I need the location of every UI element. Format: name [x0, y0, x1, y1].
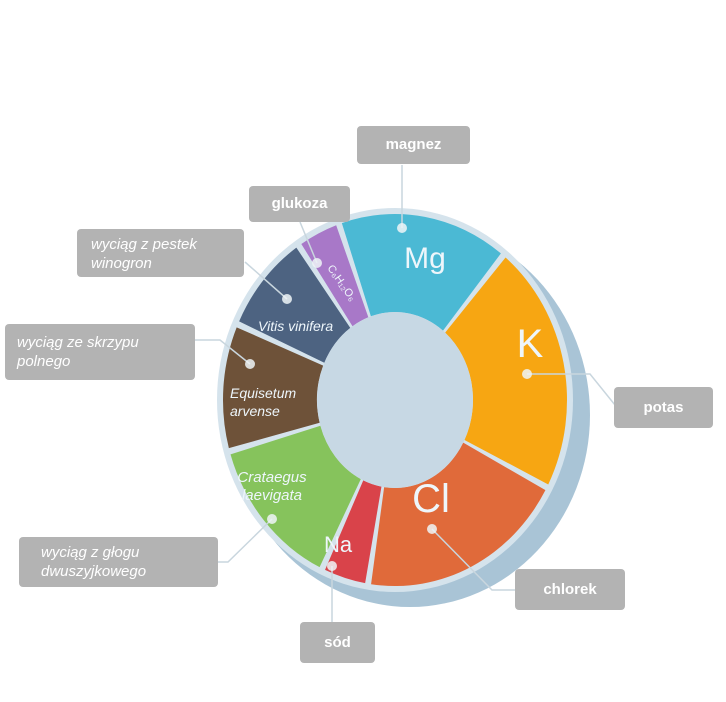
leader-skrzyp	[195, 339, 251, 365]
marker-cl	[427, 524, 437, 534]
label-vitis: Vitis vinifera	[258, 318, 333, 334]
segment-equisetum	[223, 327, 324, 449]
label-k: K	[517, 322, 544, 366]
callout-potas: potas	[614, 387, 713, 428]
marker-na	[327, 561, 337, 571]
marker-dots	[245, 223, 532, 571]
segment-vitis	[239, 247, 351, 363]
marker-crataegus	[267, 514, 277, 524]
leader-glukoza	[299, 221, 318, 264]
leader-chlorek	[431, 528, 515, 591]
label-crataegus-2: laevigata	[242, 487, 302, 504]
segment-crataegus	[230, 425, 361, 568]
marker-vitis	[282, 294, 292, 304]
segment-k	[445, 257, 567, 485]
segment-cl	[371, 442, 546, 586]
marker-mg	[397, 223, 407, 233]
callout-sod: sód	[300, 622, 375, 663]
callout-winogron: wyciąg z pestek winogron	[77, 229, 244, 277]
segment-na	[325, 480, 382, 584]
callout-magnez: magnez	[357, 126, 470, 164]
marker-k	[522, 369, 532, 379]
callout-chlorek: chlorek	[515, 569, 625, 610]
callout-glukoza: glukoza	[249, 186, 350, 222]
leader-winogron	[244, 261, 288, 300]
segment-glukoza	[301, 225, 369, 327]
leader-lines	[195, 165, 616, 622]
marker-glukoza	[312, 258, 322, 268]
leader-glog	[218, 518, 273, 563]
label-crataegus-1: Crataegus	[237, 469, 307, 486]
label-equisetum-2: arvense	[230, 403, 280, 419]
label-na: Na	[324, 532, 353, 557]
tablet-hub	[317, 312, 473, 488]
segment-mg	[341, 214, 501, 331]
leader-potas	[527, 373, 616, 406]
label-cl: Cl	[412, 477, 450, 521]
callout-skrzyp: wyciąg ze skrzypu polnego	[5, 324, 195, 380]
label-mg: Mg	[404, 242, 446, 275]
label-equisetum-1: Equisetum	[230, 385, 296, 401]
marker-equisetum	[245, 359, 255, 369]
callout-glog: wyciąg z głogu dwuszyjkowego	[19, 537, 218, 587]
